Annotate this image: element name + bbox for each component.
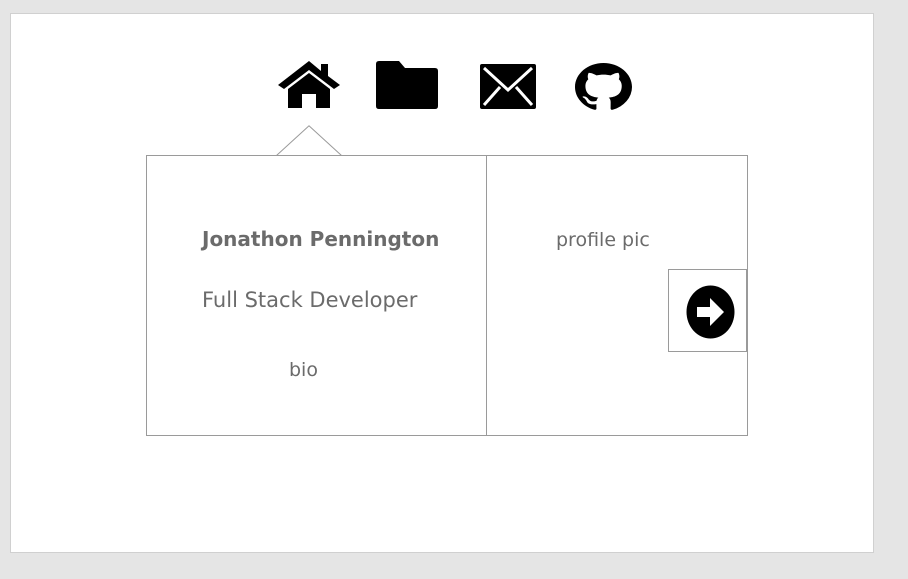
profile-card: Jonathon Pennington Full Stack Developer… (146, 155, 748, 436)
profile-bio: bio (289, 359, 318, 381)
profile-name: Jonathon Pennington (202, 227, 440, 251)
arrow-right-circle-icon (686, 285, 735, 339)
page-panel: Jonathon Pennington Full Stack Developer… (10, 13, 874, 553)
card-divider (486, 156, 487, 435)
profile-role: Full Stack Developer (202, 288, 418, 312)
profile-pic-placeholder: profile pic (556, 229, 650, 251)
folder-icon[interactable] (375, 60, 439, 110)
home-icon[interactable] (276, 59, 342, 109)
mail-icon[interactable] (479, 63, 537, 110)
github-icon[interactable] (575, 63, 632, 111)
next-button[interactable] (668, 269, 747, 352)
active-tab-pointer (276, 125, 342, 156)
